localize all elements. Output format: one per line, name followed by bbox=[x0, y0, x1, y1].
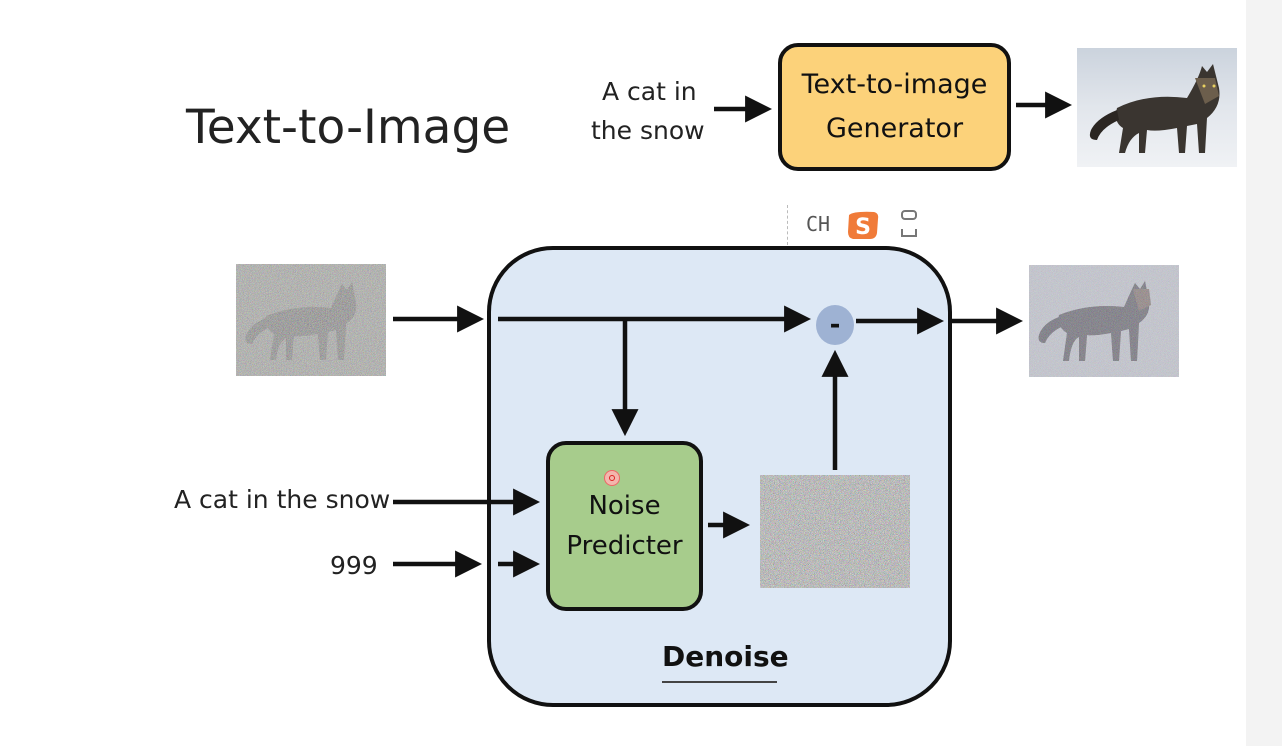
noise-predicter-line2: Predicter bbox=[566, 531, 683, 561]
noisy-cat-input-image bbox=[236, 264, 386, 376]
top-prompt-line1: A cat in bbox=[602, 77, 697, 106]
noise-predicter-box: Noise Predicter bbox=[546, 441, 703, 611]
ime-language-text: CH bbox=[806, 212, 831, 236]
predicted-noise-image bbox=[760, 475, 910, 588]
subtract-node: - bbox=[816, 305, 854, 345]
ime-keyboard-icon[interactable] bbox=[899, 209, 919, 239]
text-to-image-generator-box: Text-to-image Generator bbox=[778, 43, 1011, 171]
step-label: 999 bbox=[330, 551, 378, 580]
prompt-label: A cat in the snow bbox=[174, 485, 391, 514]
scrollbar[interactable] bbox=[1246, 0, 1282, 746]
denoise-underline bbox=[662, 681, 777, 683]
ime-logo-icon[interactable]: S bbox=[846, 209, 880, 241]
top-prompt-line2: the snow bbox=[591, 116, 705, 145]
pointer-dot-icon bbox=[604, 470, 620, 486]
svg-text:S: S bbox=[855, 215, 871, 240]
denoise-label: Denoise bbox=[662, 640, 789, 673]
generator-label-line2: Generator bbox=[825, 113, 964, 144]
less-noisy-cat-output-image bbox=[1029, 265, 1179, 377]
page-title: Text-to-Image bbox=[186, 100, 511, 155]
generator-label-line1: Text-to-image bbox=[801, 69, 988, 100]
noise-predicter-line1: Noise bbox=[588, 491, 661, 521]
cat-output-image bbox=[1077, 48, 1237, 167]
